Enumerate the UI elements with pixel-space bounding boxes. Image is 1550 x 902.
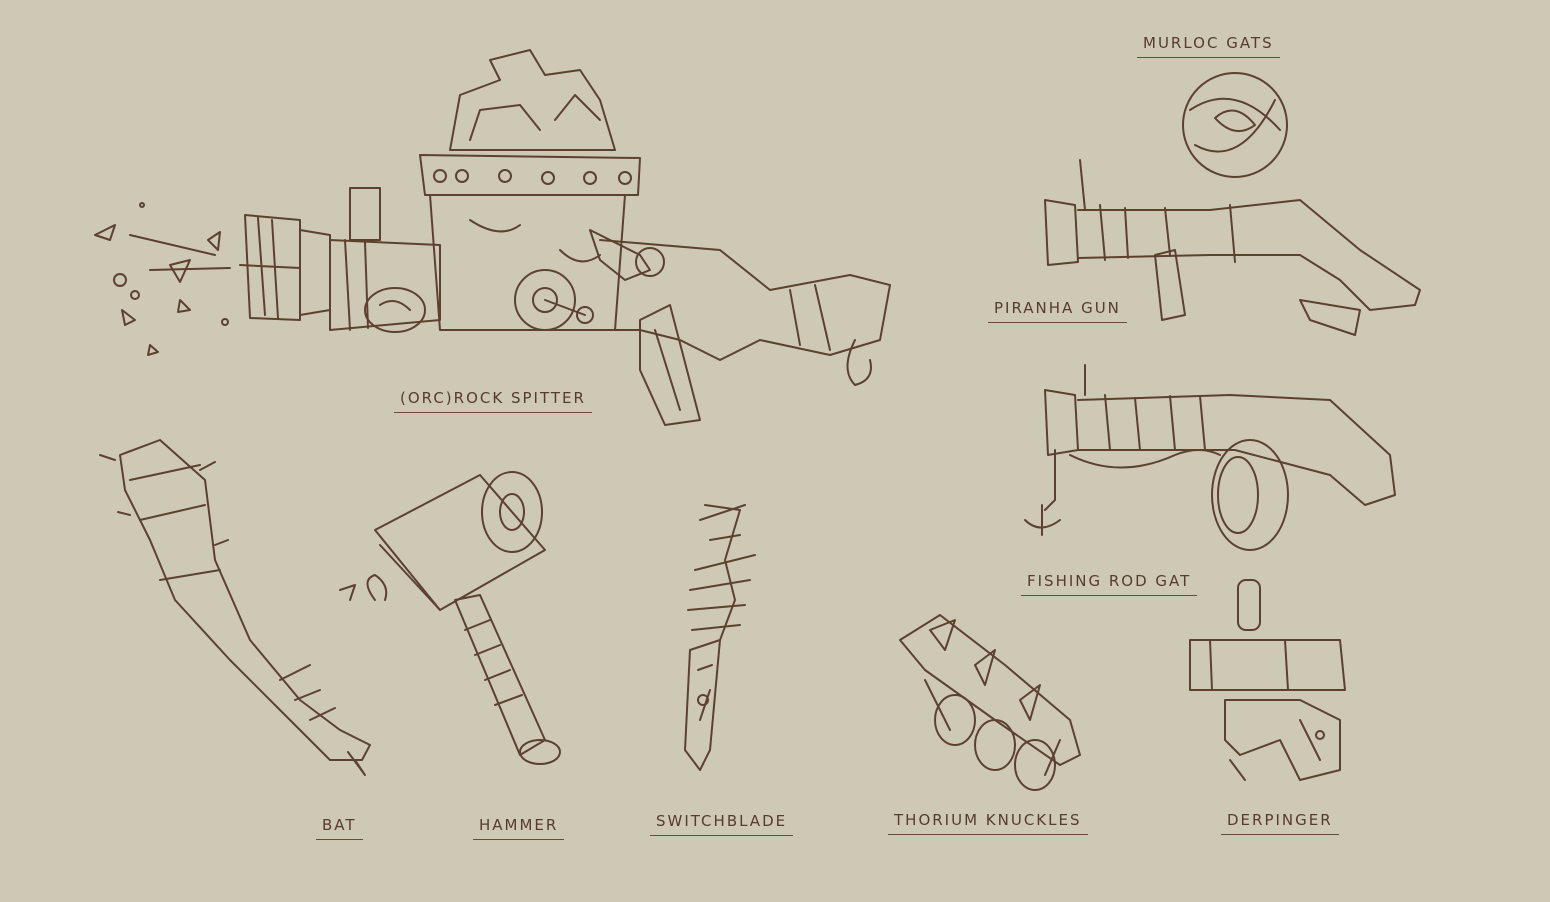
- label-murloc-gats: MURLOC GATS: [1137, 34, 1280, 58]
- derpinger-sketch: [1189, 579, 1346, 781]
- label-derpinger: DERPINGER: [1221, 811, 1339, 835]
- bat-sketch: [99, 439, 371, 776]
- label-switchblade: SWITCHBLADE: [650, 812, 794, 836]
- label-rock-spitter: (ORC)ROCK SPITTER: [394, 389, 592, 413]
- piranha-gun-sketch: [1044, 72, 1421, 336]
- hammer-sketch: [339, 471, 561, 765]
- thorium-knuckles-sketch: [899, 614, 1081, 791]
- fishing-rod-gat-sketch: [1024, 364, 1396, 551]
- switchblade-sketch: [684, 504, 756, 771]
- label-bat: BAT: [316, 816, 363, 840]
- label-hammer: HAMMER: [473, 816, 565, 840]
- label-piranha-gun: PIRANHA GUN: [988, 299, 1127, 323]
- label-thorium-knuckles: THORIUM KNUCKLES: [888, 811, 1088, 835]
- rock-spitter-sketch: [94, 49, 891, 426]
- label-fishing-rod-gat: FISHING ROD GAT: [1021, 572, 1198, 596]
